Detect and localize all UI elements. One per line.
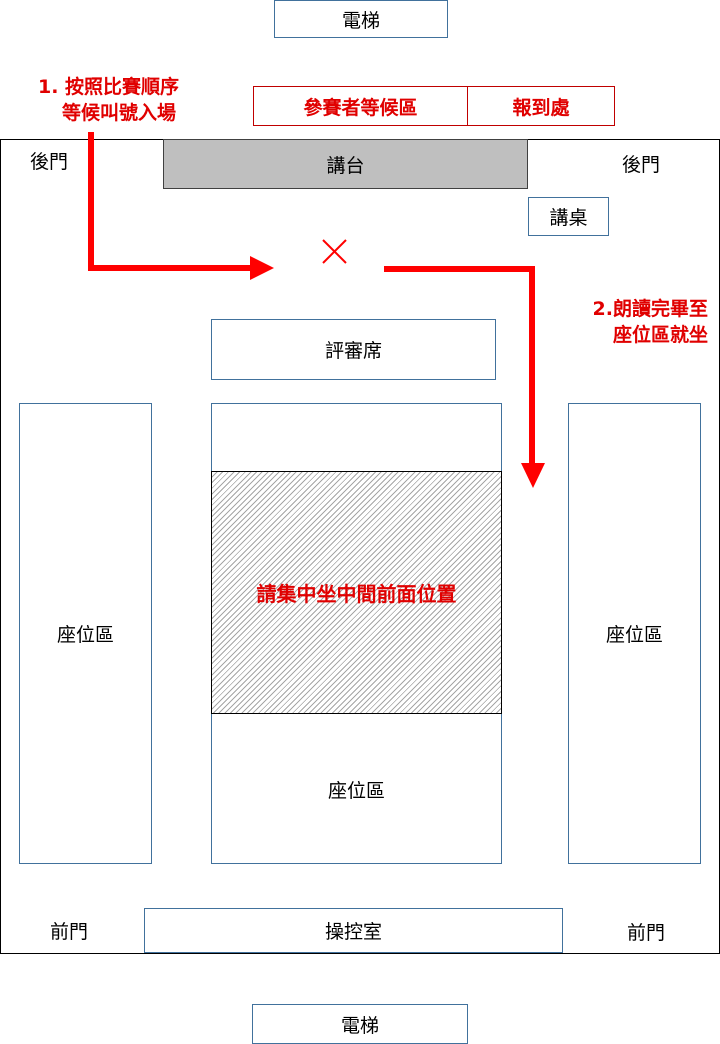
entry-arrow <box>88 132 252 271</box>
seating-area-left: 座位區 <box>19 403 152 864</box>
seating-area-right: 座位區 <box>568 403 701 864</box>
step-2-line-1: 2.朗讀完畢至 <box>592 298 708 320</box>
exit-arrow-head <box>521 463 545 488</box>
step-1-instruction: 1. 按照比賽順序 等候叫號入場 <box>38 74 238 126</box>
front-door-left: 前門 <box>50 921 89 943</box>
step-2-instruction: 2.朗讀完畢至 座位區就坐 <box>548 296 708 348</box>
seating-right-label: 座位區 <box>605 624 663 646</box>
entry-arrow-head <box>250 256 274 280</box>
step-1-line-2: 等候叫號入場 <box>62 102 177 124</box>
reading-position-x-icon <box>322 239 347 264</box>
front-door-right: 前門 <box>627 922 666 944</box>
judges-label: 評審席 <box>324 340 382 362</box>
waiting-area-label: 參賽者等候區 <box>303 96 418 119</box>
judges-table: 評審席 <box>211 319 496 380</box>
lectern: 講桌 <box>528 197 609 236</box>
center-note: 請集中坐中間前面位置 <box>256 582 457 606</box>
seating-left-label: 座位區 <box>56 624 114 646</box>
stage-label: 講台 <box>326 154 365 177</box>
seating-center-label: 座位區 <box>327 780 385 802</box>
back-door-left: 後門 <box>30 151 69 173</box>
elevator-top: 電梯 <box>274 0 448 38</box>
lectern-label: 講桌 <box>549 207 588 229</box>
check-in-desk: 報到處 <box>467 86 615 126</box>
contestant-waiting-area: 參賽者等候區 <box>253 86 468 126</box>
check-in-label: 報到處 <box>512 96 570 119</box>
priority-seating-zone: 請集中坐中間前面位置 <box>211 471 502 714</box>
step-2-line-2: 座位區就坐 <box>612 324 708 346</box>
step-1-line-1: 1. 按照比賽順序 <box>38 76 180 98</box>
exit-arrow <box>384 266 535 466</box>
elevator-bottom-label: 電梯 <box>340 1014 379 1037</box>
stage: 講台 <box>163 139 528 189</box>
control-room: 操控室 <box>144 908 563 953</box>
elevator-bottom: 電梯 <box>252 1004 468 1044</box>
control-room-label: 操控室 <box>324 921 382 943</box>
elevator-top-label: 電梯 <box>341 9 380 32</box>
back-door-right: 後門 <box>622 154 661 176</box>
